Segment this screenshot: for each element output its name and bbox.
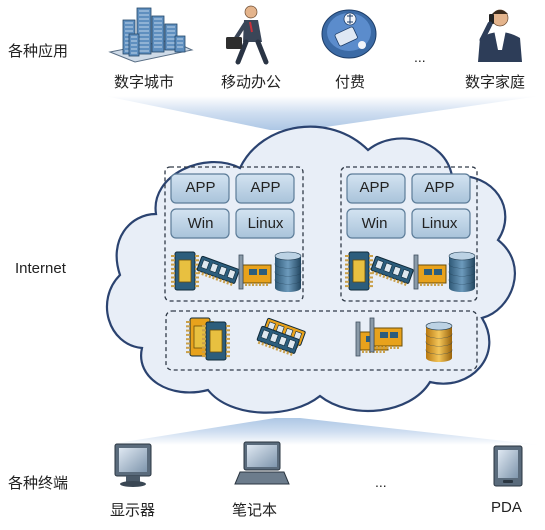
network-card-pool-icon bbox=[369, 317, 403, 353]
terminal-label-laptop: 笔记本 bbox=[232, 501, 278, 519]
terminals-section-label: 各种终端 bbox=[8, 474, 69, 492]
app-label-more: ... bbox=[414, 49, 426, 65]
app-label-payment: 付费 bbox=[335, 73, 366, 91]
vm2-os-label-linux: Linux bbox=[421, 215, 458, 232]
cpu-pool-icon bbox=[202, 321, 230, 361]
vm1-os-label-linux: Linux bbox=[247, 215, 284, 232]
city-buildings-icon bbox=[108, 7, 194, 63]
vm-host-1 bbox=[164, 166, 304, 302]
vm2-app-label-1: APP bbox=[359, 179, 390, 196]
storage-icon bbox=[448, 251, 476, 292]
apps-section-label: 各种应用 bbox=[8, 42, 69, 60]
walking-businessman-icon bbox=[226, 5, 269, 65]
internet-section-label: Internet bbox=[15, 260, 66, 277]
vm1-app-label-2: APP bbox=[250, 179, 281, 196]
app-label-digital-home: 数字家庭 bbox=[465, 73, 526, 91]
cpu-icon bbox=[345, 251, 373, 291]
phone-user-icon bbox=[478, 9, 522, 62]
laptop-icon bbox=[234, 441, 290, 485]
vm1-app-box-1 bbox=[170, 173, 230, 204]
vm-host-2 bbox=[340, 166, 478, 302]
vm1-app-label-1: APP bbox=[185, 179, 216, 196]
shared-resource-pool bbox=[165, 310, 478, 371]
vm2-app-box-1 bbox=[346, 173, 406, 204]
memory-icon bbox=[370, 255, 414, 286]
storage-icon bbox=[274, 251, 302, 292]
vm1-os-label-win: Win bbox=[187, 215, 214, 232]
terminal-label-pda: PDA bbox=[491, 499, 522, 516]
vm2-os-box-3 bbox=[346, 208, 406, 239]
vm2-os-label-win: Win bbox=[361, 215, 388, 232]
vm1-app-box-2 bbox=[235, 173, 295, 204]
vm1-os-box-4 bbox=[235, 208, 295, 239]
vm1-os-box-3 bbox=[170, 208, 230, 239]
payment-icon bbox=[321, 9, 377, 59]
vm2-app-box-2 bbox=[411, 173, 471, 204]
vm2-os-box-4 bbox=[411, 208, 471, 239]
cpu-icon bbox=[171, 251, 199, 291]
app-label-mobile-office: 移动办公 bbox=[221, 73, 282, 91]
network-card-icon bbox=[238, 254, 272, 290]
terminal-label-more: ... bbox=[375, 474, 387, 490]
vm2-app-label-2: APP bbox=[424, 179, 455, 196]
terminal-beam bbox=[105, 418, 540, 445]
memory-icon bbox=[196, 255, 240, 286]
memory-pool-icon bbox=[256, 325, 300, 356]
app-beam bbox=[105, 96, 540, 130]
terminal-label-monitor: 显示器 bbox=[110, 501, 156, 519]
storage-pool-icon bbox=[425, 321, 453, 362]
monitor-icon bbox=[114, 443, 152, 487]
app-label-digital-city: 数字城市 bbox=[114, 73, 175, 91]
pda-icon bbox=[493, 445, 523, 487]
network-card-icon bbox=[413, 254, 447, 290]
